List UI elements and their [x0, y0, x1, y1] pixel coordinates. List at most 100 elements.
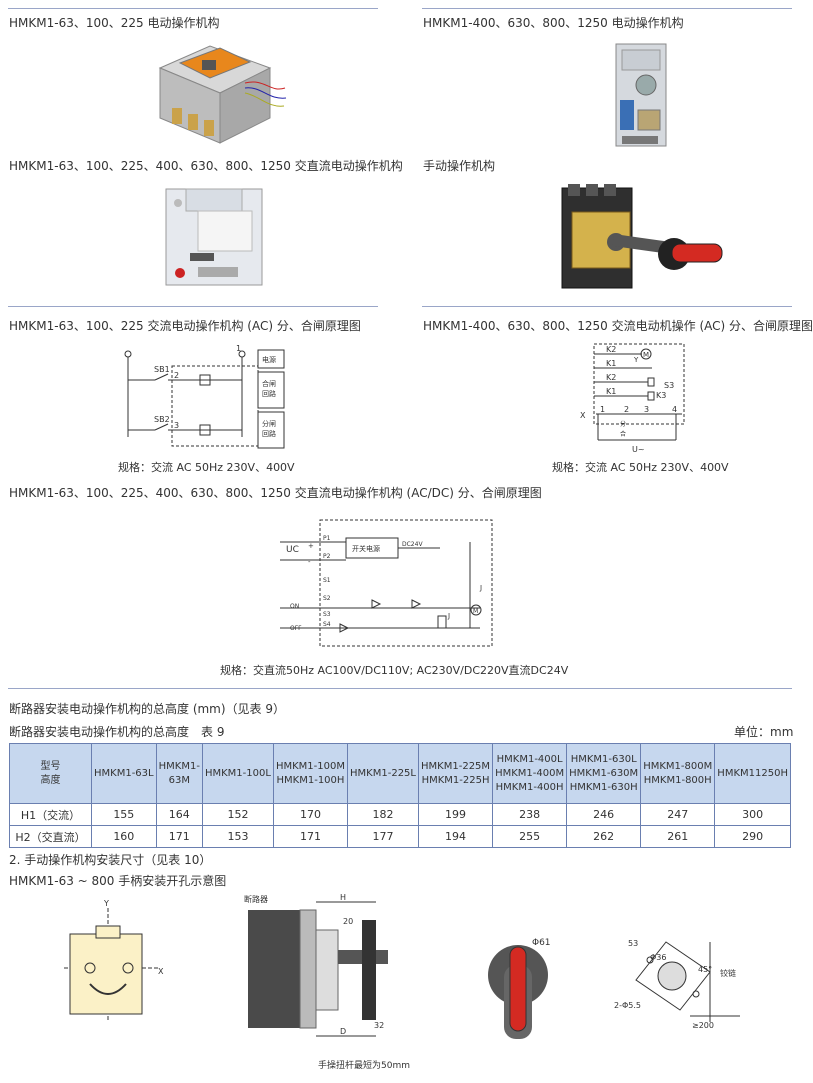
- node-1: 1: [236, 344, 241, 353]
- label-s2: S2: [323, 595, 331, 602]
- label-j1: J: [479, 584, 482, 592]
- label-s3: S3: [664, 381, 674, 390]
- axis-x: X: [158, 967, 164, 976]
- handle-mount-diagram: Y X: [64, 899, 164, 1020]
- spec-text: 规格：交直流50Hz AC100V/DC110V; AC230V/DC220V直…: [220, 664, 569, 677]
- table-cell: 170: [272, 803, 349, 826]
- label-dc24: DC24V: [402, 541, 423, 548]
- label-x: X: [580, 411, 586, 420]
- table-cell: 246: [566, 803, 642, 826]
- spec-text: 规格：交流 AC 50Hz 230V、400V: [118, 461, 295, 474]
- section-rule: [422, 306, 792, 307]
- table-cell: 262: [566, 825, 642, 848]
- table-cell: 164: [155, 803, 203, 826]
- section-rule: [8, 8, 378, 9]
- table-column-header: HMKM1-63L: [91, 743, 157, 804]
- table-cell: 160: [91, 825, 157, 848]
- label-close-2: 回路: [262, 389, 276, 398]
- table-heading: 断路器安装电动操作机构的总高度 (mm)（见表 9）: [9, 702, 286, 716]
- table-cell: 171: [155, 825, 203, 848]
- label-sb2: SB2: [154, 415, 170, 424]
- label-s3: S3: [323, 611, 331, 618]
- label-45deg: 45°: [698, 965, 712, 974]
- hole-pattern-diagram: 53 Φ36 45° 铰链 2-Φ5.5 ≥200: [614, 939, 740, 1030]
- label-k1b: K1: [606, 387, 616, 396]
- section-subheading: HMKM1-63 ~ 800 手柄安装开孔示意图: [9, 874, 227, 888]
- label-open-1: 分闸: [262, 419, 276, 428]
- section-title: HMKM1-400、630、800、1250 交流电动机操作 (AC) 分、合闸…: [423, 319, 813, 333]
- label-power: 电源: [262, 355, 276, 364]
- table-column-header: HMKM11250H: [714, 743, 791, 804]
- label-motor: M: [473, 608, 478, 615]
- table-cell: 171: [272, 825, 349, 848]
- label-32: 32: [374, 1021, 384, 1030]
- table-cell: 152: [201, 803, 274, 826]
- label-k2a: K2: [606, 345, 616, 354]
- pin-2: 2: [624, 405, 629, 414]
- table-column-header: HMKM1-100L: [201, 743, 274, 804]
- pin-1: 1: [600, 405, 605, 414]
- label-j2: J: [447, 612, 450, 620]
- table-caption: 断路器安装电动操作机构的总高度 表 9: [9, 725, 225, 739]
- table-cell: 247: [640, 803, 716, 826]
- label-h: H: [340, 893, 346, 902]
- node-2: 2: [174, 371, 179, 380]
- table-cell: 255: [492, 825, 568, 848]
- manual-operator-photo: [561, 184, 723, 289]
- axis-y: Y: [103, 899, 109, 908]
- table-cell: 182: [347, 803, 420, 826]
- label-off: OFF: [290, 625, 302, 632]
- section-title: 手动操作机构: [423, 159, 496, 173]
- section-title: HMKM1-63、100、225 电动操作机构: [9, 16, 220, 30]
- label-psu: 开关电源: [352, 544, 380, 553]
- pin-4: 4: [672, 405, 677, 414]
- table-cell: 194: [418, 825, 494, 848]
- section-heading: 2. 手动操作机构安装尺寸（见表 10）: [9, 853, 212, 867]
- section-title: HMKM1-63、100、225、400、630、800、1250 交直流电动操…: [9, 486, 542, 500]
- label-20: 20: [343, 917, 353, 926]
- pin-3: 3: [644, 405, 649, 414]
- label-breaker: 断路器: [244, 894, 268, 904]
- label-s4: S4: [323, 621, 331, 628]
- label-k3: K3: [656, 391, 666, 400]
- table-unit: 单位：mm: [734, 725, 794, 739]
- acdc-operator-photo: [165, 188, 263, 286]
- side-view-diagram: 断路器 H 20 32 D: [244, 893, 388, 1037]
- label-y: Y: [633, 356, 639, 364]
- label-phi61: Φ61: [532, 938, 551, 948]
- label-d: D: [340, 1027, 346, 1036]
- table-cell: 261: [640, 825, 716, 848]
- motor-operator-photo: [158, 45, 287, 144]
- ac-circuit-diagram-large: K2 K1 K2 K1 M Y S3 K3 X 1 2 3 4 分 合 U~: [580, 343, 685, 454]
- label-53: 53: [628, 939, 638, 948]
- label-phi36: Φ36: [650, 953, 666, 962]
- section-rule: [8, 688, 792, 689]
- label-k2b: K2: [606, 373, 616, 382]
- label-s1: S1: [323, 577, 331, 584]
- node-3: 3: [174, 421, 179, 430]
- section-rule: [8, 306, 378, 307]
- table-header-label: 型号 高度: [9, 743, 92, 804]
- label-hinge: 铰链: [720, 968, 736, 978]
- table-cell: 199: [418, 803, 494, 826]
- label-p2: P2: [323, 553, 331, 560]
- ac-circuit-diagram-small: SB1 SB2 1 2 3 电源 合闸 回路 分闸 回路: [124, 344, 285, 449]
- table-row-label: H2（交直流）: [9, 825, 92, 848]
- section-title: HMKM1-63、100、225 交流电动操作机构 (AC) 分、合闸原理图: [9, 319, 361, 333]
- table-column-header: HMKM1-225L: [347, 743, 420, 804]
- label-k1a: K1: [606, 359, 616, 368]
- table-cell: 290: [714, 825, 791, 848]
- table-row-label: H1（交流）: [9, 803, 92, 826]
- acdc-circuit-diagram: UC + - 开关电源 DC24V P1 P2 S1 S2 S3 S4 ON O…: [280, 519, 493, 647]
- table-cell: 177: [347, 825, 420, 848]
- section-title: HMKM1-400、630、800、1250 电动操作机构: [423, 16, 684, 30]
- label-motor: M: [643, 351, 649, 359]
- motor-operator-large-photo: [615, 43, 667, 147]
- table-cell: 300: [714, 803, 791, 826]
